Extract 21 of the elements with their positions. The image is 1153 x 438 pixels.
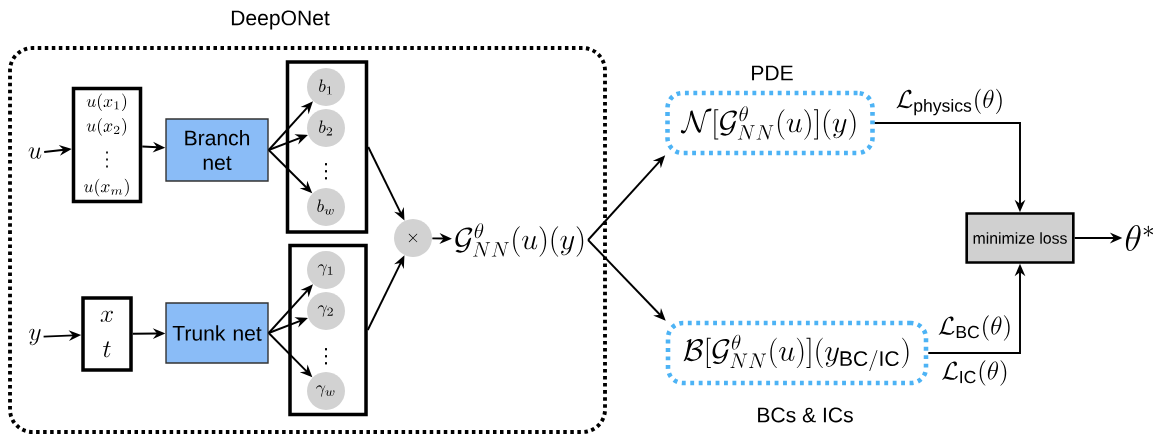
network-box: Branch net: [165, 118, 269, 182]
variable-label: $y$: [29, 328, 41, 346]
output-stack-box: [285, 60, 369, 234]
output-formula: $\mathcal{G}^{\theta}_{NN}(u)(y)$: [455, 223, 584, 257]
result-label: $\theta^{*}$: [1125, 225, 1153, 251]
edge-label: $\mathcal{L}_{\mathrm{physics}}(\theta)$: [894, 86, 1006, 118]
sample-input-box: $u(x_1)$ $u(x_2)$ $\vdots$ $u(x_m)$: [71, 86, 143, 204]
vertical-dots: $\vdots$: [325, 348, 327, 365]
box-heading: PDE: [752, 65, 793, 81]
loss-term-box: $\mathcal{B}[\mathcal{G}^{\theta}_{NN}(u)](y_{\mathrm{BC/IC}})$: [665, 320, 929, 386]
vertical-dots: $\vdots$: [325, 163, 327, 180]
loss-label: $\mathcal{L}_{\mathrm{IC}}(\theta)$: [942, 360, 1007, 386]
variable-label: $u$: [28, 147, 42, 159]
edge-label: $\mathcal{L}_{\mathrm{BC}}(\theta)$: [936, 313, 1014, 343]
loss-term-box: $\mathcal{N}[\mathcal{G}^{\theta}_{NN}(u)](y)$: [665, 90, 875, 156]
coordinate-box: $x$ $t$: [81, 296, 133, 372]
optimizer-box: minimize loss: [965, 212, 1075, 264]
output-stack-box: [288, 243, 368, 417]
box-heading: DeepONet: [231, 10, 330, 30]
network-box: Trunk net: [165, 302, 269, 364]
box-heading: BCs & ICs: [758, 407, 853, 423]
